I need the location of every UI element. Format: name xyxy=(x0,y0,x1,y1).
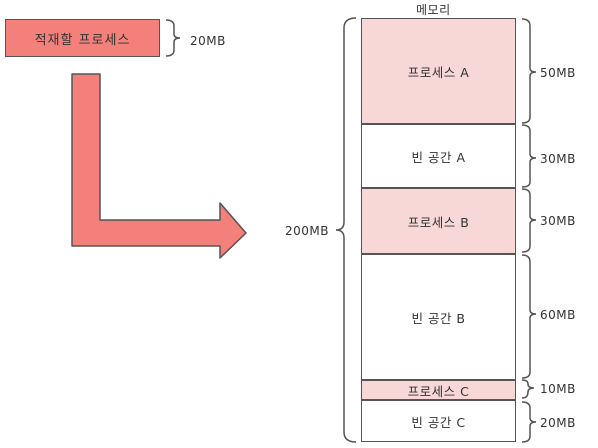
total-size-brace-icon xyxy=(335,17,357,443)
memory-column: 프로세스 A 빈 공간 A 프로세스 B 빈 공간 B 프로세스 C 빈 공간 … xyxy=(361,18,516,442)
memory-block-label: 빈 공간 B xyxy=(411,310,466,326)
memory-block-process-c: 프로세스 C xyxy=(361,380,516,400)
memory-block-free-a: 빈 공간 A xyxy=(361,124,516,188)
memory-block-free-b: 빈 공간 B xyxy=(361,254,516,380)
memory-title: 메모리 xyxy=(416,3,451,17)
pending-process-size: 20MB xyxy=(190,34,226,48)
memory-block-label: 프로세스 A xyxy=(407,64,470,80)
load-arrow-icon xyxy=(71,73,247,259)
pending-process-label: 적재할 프로세스 xyxy=(34,32,131,48)
memory-block-label: 빈 공간 C xyxy=(411,414,466,430)
memory-block-size: 10MB xyxy=(540,382,576,396)
memory-block-label: 프로세스 C xyxy=(407,383,470,399)
block-size-brace-icon xyxy=(521,124,537,188)
pending-process-box: 적재할 프로세스 xyxy=(5,19,160,57)
block-size-brace-icon xyxy=(521,18,537,124)
block-size-brace-icon xyxy=(521,379,535,399)
block-size-brace-icon xyxy=(521,401,537,443)
memory-block-process-b: 프로세스 B xyxy=(361,188,516,254)
memory-block-free-c: 빈 공간 C xyxy=(361,400,516,442)
memory-total-size: 200MB xyxy=(285,224,329,238)
memory-block-process-a: 프로세스 A xyxy=(361,18,516,124)
memory-block-label: 프로세스 B xyxy=(407,214,470,230)
memory-block-size: 30MB xyxy=(540,214,576,228)
memory-block-size: 30MB xyxy=(540,152,576,166)
block-size-brace-icon xyxy=(521,254,537,379)
memory-block-size: 50MB xyxy=(540,66,576,80)
pending-size-brace-icon xyxy=(165,19,181,57)
memory-block-size: 20MB xyxy=(540,416,576,430)
block-size-brace-icon xyxy=(521,188,537,253)
memory-block-label: 빈 공간 A xyxy=(411,149,466,165)
memory-block-size: 60MB xyxy=(540,308,576,322)
